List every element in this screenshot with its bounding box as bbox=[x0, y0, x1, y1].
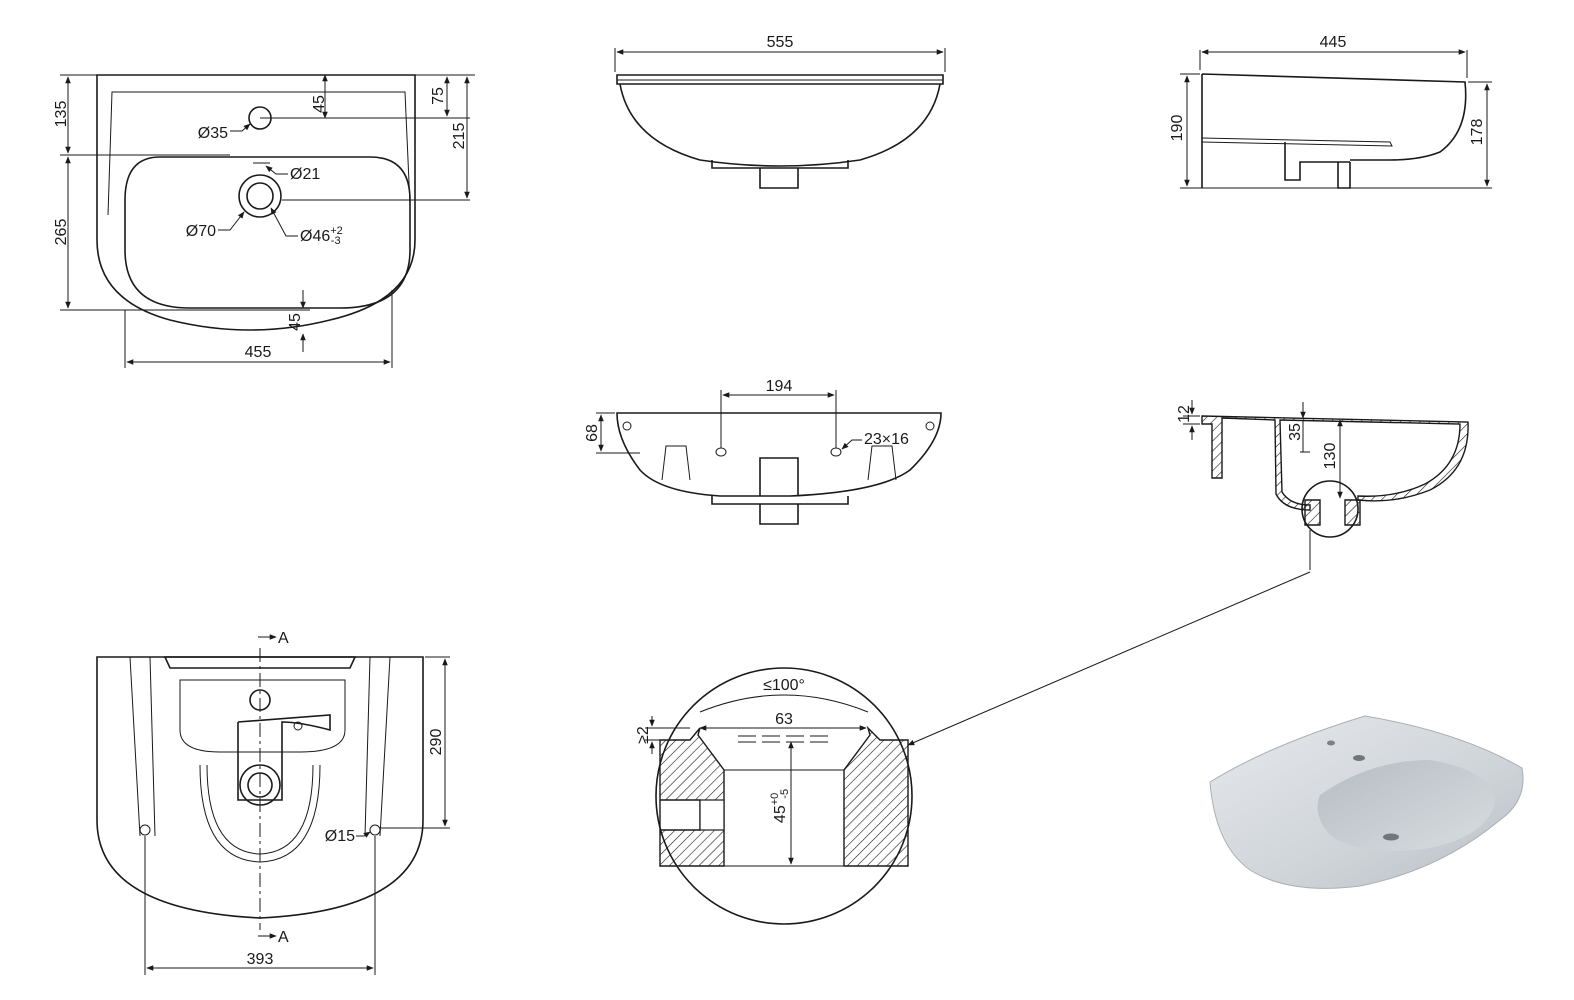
basin-outline bbox=[96, 74, 416, 331]
rim-inner bbox=[107, 91, 411, 216]
overflow-hole-label: Ø21 bbox=[290, 166, 320, 183]
dim-width: 455 bbox=[245, 344, 272, 361]
front-dim-width: 555 bbox=[767, 34, 794, 51]
dim-drain-215: 215 bbox=[451, 123, 468, 150]
back-slot-label: 23×16 bbox=[864, 431, 909, 448]
detail-circle bbox=[655, 667, 913, 925]
side-dim-depth: 445 bbox=[1320, 34, 1347, 51]
detail-view: ≤100° 63 ≥2 45+0-5 bbox=[635, 667, 913, 925]
detail-dim-width: 63 bbox=[775, 711, 793, 728]
drain-outer-label: Ø70 bbox=[186, 223, 216, 240]
drain-outer bbox=[238, 174, 282, 218]
dim-back-depth: 135 bbox=[53, 101, 70, 128]
section-mark-top: A bbox=[278, 630, 289, 647]
section-dim-130: 130 bbox=[1322, 443, 1339, 470]
detail-dim-depth: 45+0-5 bbox=[769, 789, 791, 823]
bottom-hole-label: Ø15 bbox=[325, 828, 355, 845]
detail-leader bbox=[907, 571, 1311, 746]
back-view: 194 68 23×16 bbox=[584, 378, 942, 525]
detail-dim-min: ≥2 bbox=[635, 726, 652, 744]
dim-tap-offset: 45 bbox=[311, 95, 328, 113]
dim-rim-75: 75 bbox=[430, 87, 447, 105]
section-mark-bottom: A bbox=[278, 929, 289, 946]
section-view: 12 35 130 bbox=[907, 400, 1469, 746]
side-dim-height-right: 178 bbox=[1469, 119, 1486, 146]
section-dim-rim: 12 bbox=[1176, 405, 1193, 423]
dim-bowl-depth: 265 bbox=[53, 219, 70, 246]
bottom-dim-height: 290 bbox=[428, 729, 445, 756]
front-view: 555 bbox=[614, 34, 946, 189]
back-dim-height: 68 bbox=[584, 424, 601, 442]
drain-inner bbox=[246, 182, 274, 210]
tap-hole-label: Ø35 bbox=[198, 125, 228, 142]
bottom-view: A A 290 393 Ø15 bbox=[96, 630, 450, 975]
product-render bbox=[1209, 715, 1524, 889]
side-dim-height-left: 190 bbox=[1169, 115, 1186, 142]
drain-inner-label: Ø46+2-3 bbox=[300, 225, 343, 247]
side-view: 445 190 178 bbox=[1169, 34, 1492, 189]
dim-front-45: 45 bbox=[287, 313, 304, 331]
top-view: 135 265 45 75 215 45 455 Ø35 Ø21 Ø70 Ø46… bbox=[53, 74, 475, 368]
section-dim-35: 35 bbox=[1287, 423, 1304, 441]
back-dim-spacing: 194 bbox=[766, 378, 793, 395]
bowl-outline bbox=[124, 156, 411, 309]
detail-callout-circle bbox=[1301, 480, 1359, 538]
detail-angle: ≤100° bbox=[763, 677, 805, 694]
bottom-dim-spacing: 393 bbox=[247, 951, 274, 968]
